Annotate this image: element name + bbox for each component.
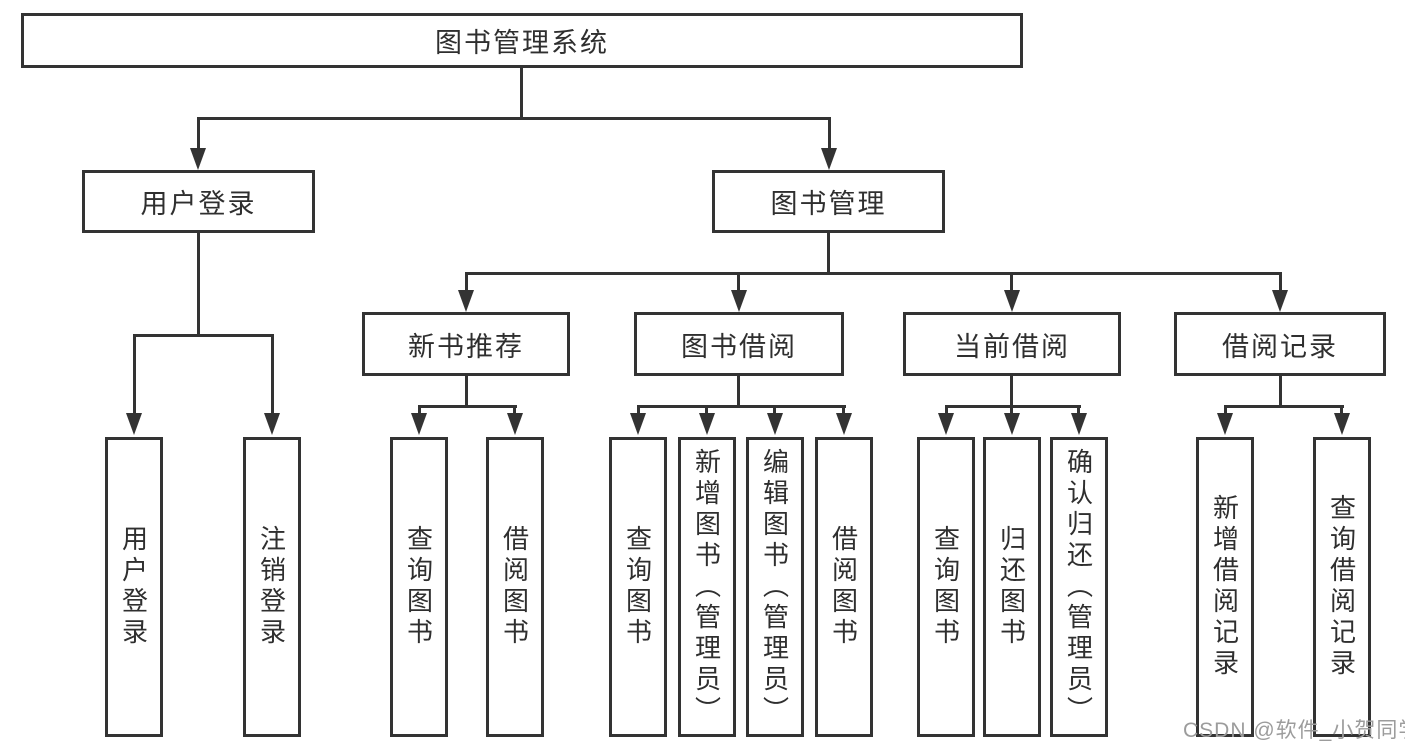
leaf-query-books-borrowing: 查询图书 <box>609 437 667 737</box>
arrow-down-icon <box>836 413 852 435</box>
connector-line <box>465 272 468 292</box>
connector-line <box>465 272 1282 275</box>
leaf-logout: 注销登录 <box>243 437 301 737</box>
leaf-add-book-admin: 新增图书（管理员） <box>678 437 736 737</box>
leaf-query-borrow-record: 查询借阅记录 <box>1313 437 1371 737</box>
connector-line <box>637 405 640 417</box>
connector-line <box>1224 405 1344 408</box>
arrow-down-icon <box>821 148 837 170</box>
arrow-down-icon <box>1217 413 1233 435</box>
connector-line <box>465 376 468 408</box>
arrow-down-icon <box>264 413 280 435</box>
connector-line <box>197 117 200 150</box>
leaf-confirm-return-admin: 确认归还（管理员） <box>1050 437 1108 737</box>
connector-line <box>945 405 948 417</box>
connector-line <box>637 405 846 408</box>
arrow-down-icon <box>1334 413 1350 435</box>
arrow-down-icon <box>507 413 523 435</box>
arrow-down-icon <box>190 148 206 170</box>
connector-line <box>197 117 831 120</box>
connector-line <box>945 405 1081 408</box>
leaf-edit-book-admin: 编辑图书（管理员） <box>746 437 804 737</box>
watermark: CSDN @软件_小贺同学 <box>1183 719 1405 742</box>
arrow-down-icon <box>411 413 427 435</box>
connector-line <box>1077 405 1080 417</box>
connector-line <box>197 233 200 337</box>
arrow-down-icon <box>1071 413 1087 435</box>
connector-line <box>1279 272 1282 292</box>
arrow-down-icon <box>1272 290 1288 312</box>
connector-line <box>418 405 517 408</box>
node-book-borrowing: 图书借阅 <box>634 312 844 376</box>
arrow-down-icon <box>1004 290 1020 312</box>
connector-line <box>737 272 740 292</box>
arrow-down-icon <box>938 413 954 435</box>
arrow-down-icon <box>126 413 142 435</box>
connector-line <box>271 334 274 415</box>
connector-line <box>1340 405 1343 417</box>
arrow-down-icon <box>630 413 646 435</box>
connector-line <box>842 405 845 417</box>
connector-line <box>133 334 274 337</box>
connector-line <box>737 376 740 408</box>
arrow-down-icon <box>699 413 715 435</box>
node-root-library-system: 图书管理系统 <box>21 13 1023 68</box>
leaf-return-books: 归还图书 <box>983 437 1041 737</box>
arrow-down-icon <box>767 413 783 435</box>
leaf-query-books-current: 查询图书 <box>917 437 975 737</box>
connector-line <box>513 405 516 417</box>
connector-line <box>1279 376 1282 408</box>
connector-line <box>773 405 776 417</box>
leaf-add-borrow-record: 新增借阅记录 <box>1196 437 1254 737</box>
connector-line <box>133 334 136 415</box>
node-borrowing-records: 借阅记录 <box>1174 312 1386 376</box>
leaf-borrow-books-borrowing: 借阅图书 <box>815 437 873 737</box>
connector-line <box>418 405 421 417</box>
node-current-borrowing: 当前借阅 <box>903 312 1121 376</box>
connector-line <box>1010 376 1013 408</box>
arrow-down-icon <box>731 290 747 312</box>
connector-line <box>827 233 830 275</box>
connector-line <box>705 405 708 417</box>
node-new-book-recommend: 新书推荐 <box>362 312 570 376</box>
arrow-down-icon <box>458 290 474 312</box>
connector-line <box>828 117 831 150</box>
connector-line <box>1224 405 1227 417</box>
node-user-login: 用户登录 <box>82 170 315 233</box>
leaf-query-books-recommend: 查询图书 <box>390 437 448 737</box>
leaf-user-login: 用户登录 <box>105 437 163 737</box>
node-book-management: 图书管理 <box>712 170 945 233</box>
leaf-borrow-books-recommend: 借阅图书 <box>486 437 544 737</box>
connector-line <box>520 68 523 119</box>
arrow-down-icon <box>1004 413 1020 435</box>
connector-line <box>1010 272 1013 292</box>
connector-line <box>1010 405 1013 417</box>
